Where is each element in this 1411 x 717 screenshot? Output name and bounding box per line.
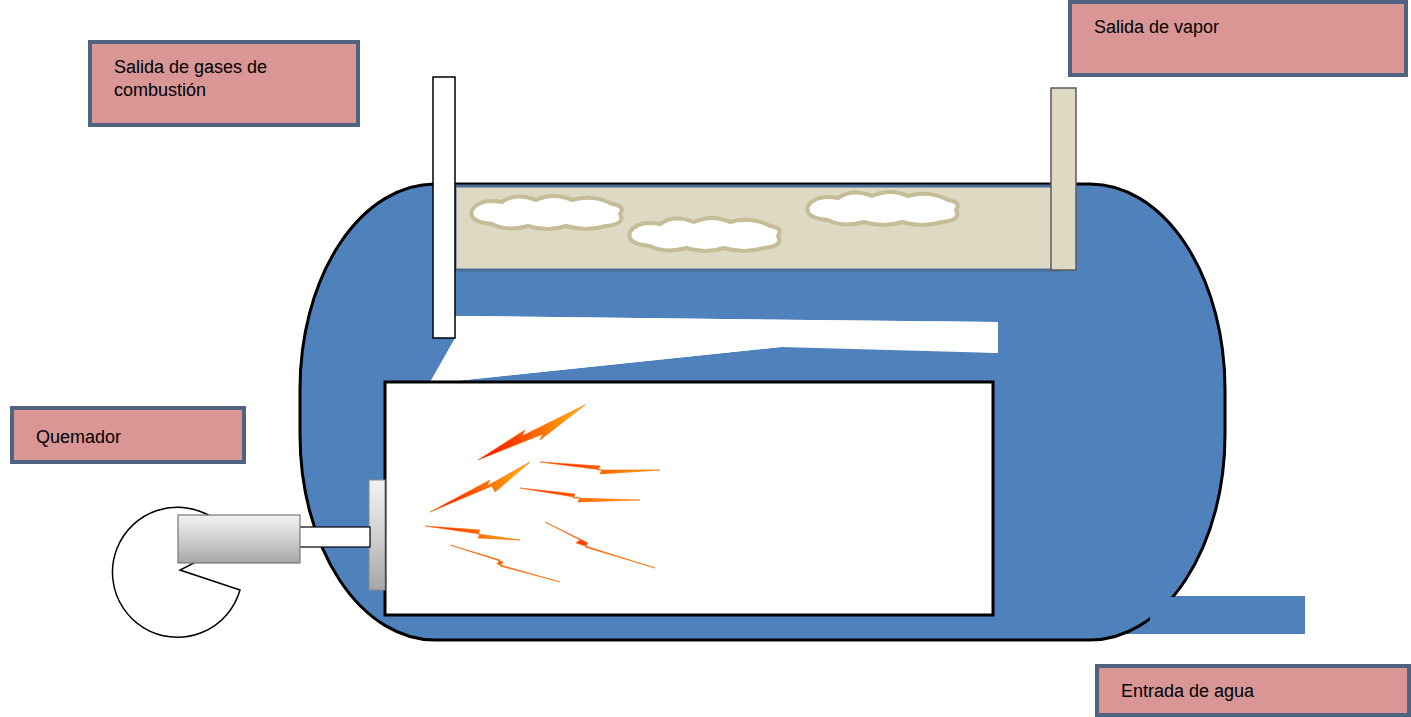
burner-body [178,515,300,563]
flames [425,405,660,582]
label-text: Salida de vapor [1094,16,1394,39]
burner-lance [298,527,370,547]
label-text: Entrada de agua [1121,680,1397,703]
furnace [385,382,993,615]
label-text: Quemador [36,426,232,449]
label-box: Salida de vapor [1068,0,1408,77]
steam-outlet-pipe [1051,88,1076,270]
label-box: Quemador [10,406,246,464]
label-text: Salida de gases de combustión [114,56,344,101]
flue-gas-outlet-pipe [433,77,455,338]
label-box: Entrada de agua [1095,664,1411,717]
water-inlet-joint [1150,597,1230,633]
steam-clouds [471,192,957,251]
burner-flange [369,480,385,590]
label-box: Salida de gases de combustión [88,40,360,127]
steam-space [455,186,1060,270]
